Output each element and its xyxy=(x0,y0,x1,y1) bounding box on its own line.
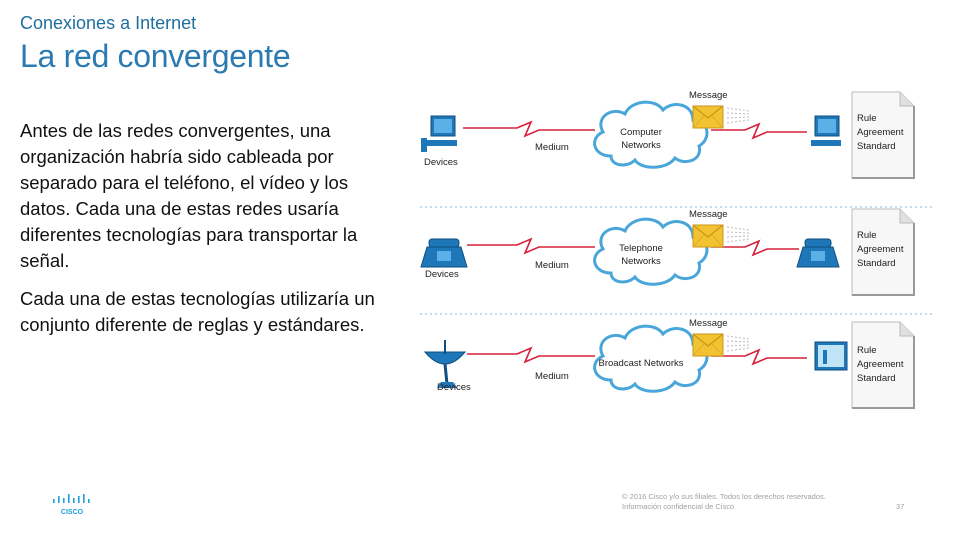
cloud-label: Broadcast Networks xyxy=(598,358,683,369)
cisco-logo: CISCO xyxy=(53,494,90,516)
cloud-label: Networks xyxy=(621,140,661,151)
envelope-icon xyxy=(692,224,724,248)
row-computer: Devices Medium Computer Networks Message… xyxy=(421,90,915,179)
logo-text: CISCO xyxy=(61,509,84,516)
paragraph-1: Antes de las redes convergentes, una org… xyxy=(20,120,358,271)
copyright-notice: © 2016 Cisco y/o sus filiales. Todos los… xyxy=(622,492,862,512)
motion-lines xyxy=(726,335,750,352)
doc-line: Rule xyxy=(857,113,877,124)
envelope-icon xyxy=(692,105,724,129)
medium-link xyxy=(467,237,595,255)
medium-label: Medium xyxy=(535,371,569,382)
envelope-icon xyxy=(692,333,724,357)
page-number: 37 xyxy=(896,502,905,511)
cloud-label: Networks xyxy=(621,256,661,267)
cloud-label: Telephone xyxy=(619,243,663,254)
doc-line: Standard xyxy=(857,258,896,269)
doc-line: Standard xyxy=(857,141,896,152)
confidential-line: Información confidencial de Cisco xyxy=(622,502,735,511)
medium-link xyxy=(711,122,807,140)
cloud-label: Computer xyxy=(620,127,662,138)
telephone-icon xyxy=(420,238,468,268)
motion-lines xyxy=(726,226,750,243)
doc-line: Standard xyxy=(857,373,896,384)
paragraph-2: Cada una de estas tecnologías utilizaría… xyxy=(20,288,375,335)
section-subtitle: Conexiones a Internet xyxy=(20,13,197,33)
message-label: Message xyxy=(689,318,728,329)
body-text: Antes de las redes convergentes, una org… xyxy=(20,118,392,350)
message-label: Message xyxy=(689,90,728,101)
devices-label: Devices xyxy=(425,269,459,280)
message-label: Message xyxy=(689,209,728,220)
motion-lines xyxy=(726,107,750,124)
telephone-icon xyxy=(796,238,840,268)
doc-line: Rule xyxy=(857,230,877,241)
slide-title: La red convergente xyxy=(20,38,291,74)
devices-label: Devices xyxy=(437,382,471,393)
doc-line: Rule xyxy=(857,345,877,356)
computer-icon xyxy=(811,115,841,146)
doc-line: Agreement xyxy=(857,359,904,370)
television-icon xyxy=(814,341,848,371)
doc-line: Agreement xyxy=(857,244,904,255)
medium-label: Medium xyxy=(535,260,569,271)
network-diagram: Devices Medium Computer Networks Message… xyxy=(420,90,935,409)
devices-label: Devices xyxy=(424,157,458,168)
medium-link xyxy=(463,120,595,138)
medium-link xyxy=(711,348,807,366)
doc-line: Agreement xyxy=(857,127,904,138)
computer-icon xyxy=(421,115,457,152)
row-broadcast: Devices Medium Broadcast Networks Messag… xyxy=(423,318,915,409)
medium-label: Medium xyxy=(535,142,569,153)
medium-link xyxy=(711,239,799,257)
copyright-line: © 2016 Cisco y/o sus filiales. Todos los… xyxy=(622,492,826,501)
row-telephone: Devices Medium Telephone Networks Messag… xyxy=(420,208,915,296)
satellite-dish-icon xyxy=(423,340,467,388)
medium-link xyxy=(467,346,595,364)
